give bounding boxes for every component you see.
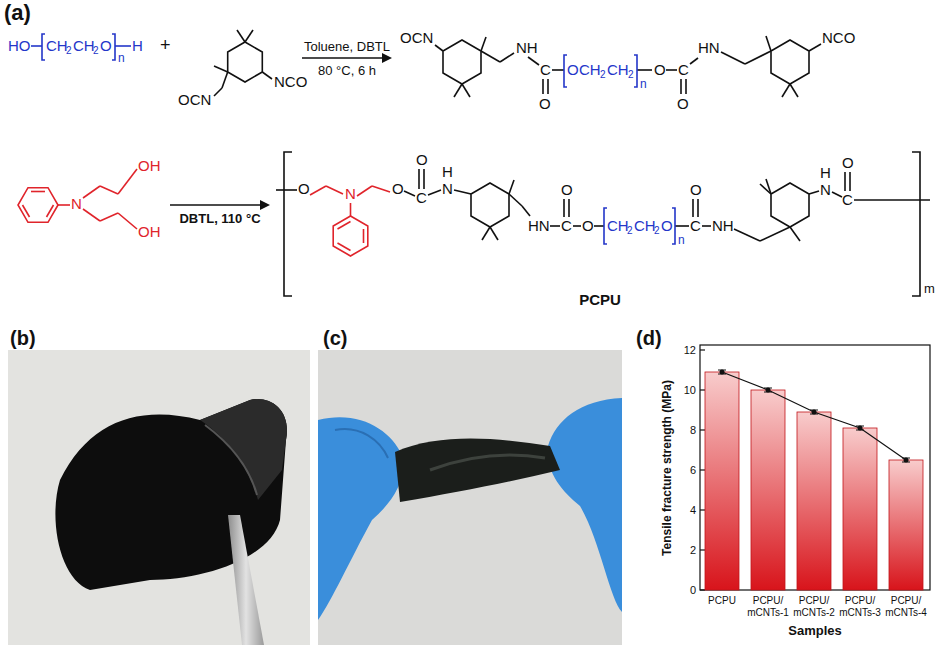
atom-label: NCO (822, 30, 855, 45)
atom-label: CH (607, 62, 629, 77)
panel-label: (d) (636, 328, 662, 348)
condition-label: 80 °C, 6 h (318, 64, 376, 77)
atom-label: CH (46, 38, 68, 53)
atom-label: OCN (178, 92, 211, 107)
atom-label: O (561, 182, 573, 197)
atom-label: O (100, 38, 112, 53)
atom-label: O (582, 218, 594, 233)
repeat-index: n (640, 78, 647, 90)
atom-label: O (392, 181, 404, 196)
atom-label: HO (8, 38, 31, 53)
subscript: 2 (66, 46, 72, 56)
plus-sign: + (160, 36, 171, 54)
category-label: PCPU/ mCNTs-2 (791, 595, 837, 618)
atom-label: N (345, 186, 356, 201)
atom-label: O (677, 96, 689, 111)
atom-label: NH (712, 218, 734, 233)
subscript: 2 (654, 226, 660, 236)
condition-label: Toluene, DBTL (304, 40, 390, 53)
axis-tick-label: 8 (690, 425, 696, 436)
condition-label: DBTL, 110 °C (179, 212, 260, 225)
axis-tick-label: 10 (684, 385, 696, 396)
axis-title: Tensile fracture strength (MPa) (661, 380, 673, 556)
atom-label: NCO (274, 74, 307, 89)
atom-label: C (678, 62, 689, 77)
subscript: 2 (627, 226, 633, 236)
atom-label: N (442, 181, 453, 196)
atom-label: HN (698, 40, 720, 55)
subscript: 2 (93, 46, 99, 56)
subscript: 2 (628, 70, 634, 80)
axis-tick-label: 12 (684, 345, 696, 356)
atom-label: CH (634, 218, 656, 233)
panel-label: (b) (10, 328, 36, 348)
axis-title: Samples (788, 624, 841, 637)
atom-label: O (539, 96, 551, 111)
axis-tick-label: 4 (690, 505, 696, 516)
atom-label: N (820, 182, 831, 197)
repeat-index: n (118, 52, 125, 64)
subscript: 2 (600, 70, 606, 80)
atom-label: O (690, 182, 702, 197)
atom-label: O (567, 62, 579, 77)
atom-label: OH (138, 224, 161, 239)
atom-label: HN (528, 218, 550, 233)
axis-tick-label: 2 (690, 545, 696, 556)
repeat-index: m (924, 282, 935, 295)
atom-label: H (820, 165, 831, 180)
repeat-index: n (678, 234, 685, 246)
atom-label: H (442, 164, 453, 179)
atom-label: O (654, 62, 666, 77)
category-label: PCPU/ mCNTs-4 (883, 595, 929, 618)
atom-label: C (416, 190, 427, 205)
atom-label: O (842, 155, 854, 170)
category-label: PCPU/ mCNTs-1 (745, 595, 791, 618)
atom-label: OCN (400, 30, 433, 45)
axis-tick-label: 0 (690, 585, 696, 596)
atom-label: CH (73, 38, 95, 53)
panel-label: (c) (323, 328, 347, 348)
atom-label: C (561, 218, 572, 233)
atom-label: C (690, 218, 701, 233)
atom-label: H (132, 38, 143, 53)
panel-label: (a) (4, 2, 31, 24)
atom-label: CH (607, 218, 629, 233)
axis-tick-label: 6 (690, 465, 696, 476)
atom-label: C (540, 62, 551, 77)
atom-label: O (416, 152, 428, 167)
atom-label: CH (579, 62, 601, 77)
atom-label: OH (138, 158, 161, 173)
atom-label: O (661, 218, 673, 233)
atom-label: C (842, 192, 853, 207)
compound-name: PCPU (579, 292, 621, 307)
category-label: PCPU/ mCNTs-3 (837, 595, 883, 618)
category-label: PCPU (699, 595, 745, 607)
atom-label: N (71, 196, 82, 211)
atom-label: NH (516, 40, 538, 55)
atom-label: O (298, 181, 310, 196)
